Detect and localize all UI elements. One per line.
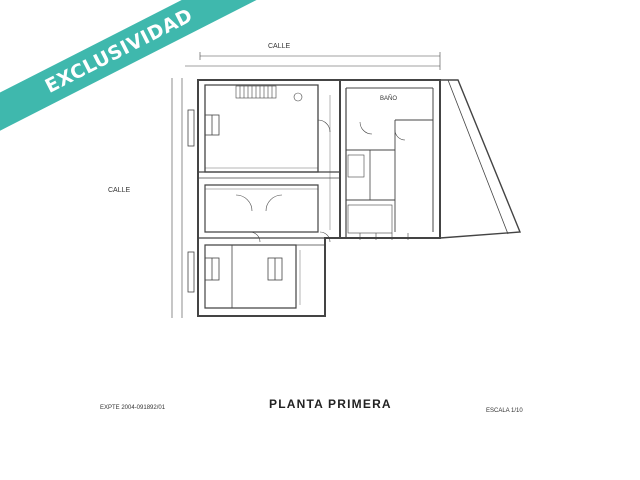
door-swing-symbols — [235, 119, 406, 243]
street-label-top: CALLE — [268, 43, 291, 50]
outer-wall-right — [340, 79, 441, 239]
partition-middle-room — [204, 184, 319, 233]
partition-lower-room — [204, 244, 297, 309]
plan-title: PLANTA PRIMERA — [269, 397, 392, 411]
expedient-number: EXPTE 2004-091892/01 — [100, 405, 166, 411]
stairs-symbol — [235, 85, 277, 99]
window-symbol — [187, 109, 283, 293]
scale-label: ESCALA 1/10 — [486, 408, 523, 414]
bath-fixtures — [293, 92, 409, 240]
street-label-left: CALLE — [108, 187, 131, 194]
room-label-bathroom: BAÑO — [380, 96, 398, 102]
outer-wall-diagonal — [439, 79, 522, 239]
